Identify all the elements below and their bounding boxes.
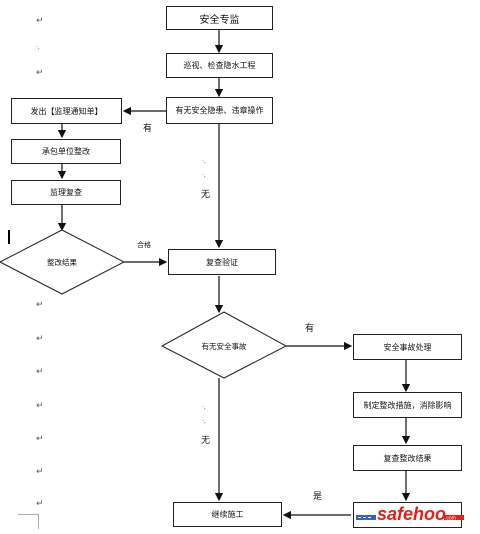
edge-label-no2: 无 xyxy=(201,436,211,446)
edge-label-pass: 合格 xyxy=(137,241,151,249)
paragraph-mark: ↵ xyxy=(36,467,44,477)
text-cursor xyxy=(8,230,10,244)
small-mark: ·, xyxy=(202,172,206,179)
node-supervise: 监理复查 xyxy=(11,180,121,205)
node-issue-notice: 发出【监理通知单】 xyxy=(11,98,122,124)
node-start: 安全专监 xyxy=(166,6,273,30)
edge-label-yes2: 有 xyxy=(305,324,315,334)
safehoo-logo: safehoo .com xyxy=(356,504,464,524)
decision-accident-label: 有无安全事故 xyxy=(201,342,247,351)
paragraph-mark: ↵ xyxy=(36,334,44,344)
node-accident-handle: 安全事故处理 xyxy=(353,334,462,360)
decision-accident xyxy=(160,311,288,379)
paragraph-mark: ↵ xyxy=(36,434,44,444)
logo-suffix: .com xyxy=(445,516,456,522)
decision-rectify-result-label: 整改结果 xyxy=(47,258,77,267)
decision-rectify-result xyxy=(0,229,126,295)
paragraph-mark: ↵ xyxy=(36,16,44,26)
edge-label-no: 无 xyxy=(201,190,211,200)
paragraph-mark: ↵ xyxy=(36,367,44,377)
node-next-process: 继续施工 xyxy=(173,502,282,527)
paragraph-mark: ↵ xyxy=(36,499,44,509)
small-mark: ·, xyxy=(202,158,206,165)
node-patrol: 巡视、检查隐水工程 xyxy=(166,53,273,78)
edge-label-yes: 有 xyxy=(143,124,153,134)
small-mark: ·, xyxy=(202,418,206,425)
node-check-hazard: 有无安全隐患、违章操作 xyxy=(166,97,273,124)
paragraph-mark: ↵ xyxy=(36,300,44,310)
paragraph-mark: ↵ xyxy=(36,68,44,78)
edge-label-yes3: 是 xyxy=(313,492,323,502)
node-measures: 制定整改措施，消除影响 xyxy=(353,392,462,418)
node-contractor-rectify: 承包单位整改 xyxy=(11,139,121,164)
paragraph-mark: ↵ xyxy=(36,401,44,411)
small-mark: ·, xyxy=(36,44,40,51)
margin-corner-mark xyxy=(18,514,39,529)
node-review-passed: 复查验证 xyxy=(168,249,276,275)
small-mark: ·, xyxy=(202,404,206,411)
node-verify-result: 复查整改结果 xyxy=(353,445,462,471)
logo-text: safehoo xyxy=(377,504,446,524)
